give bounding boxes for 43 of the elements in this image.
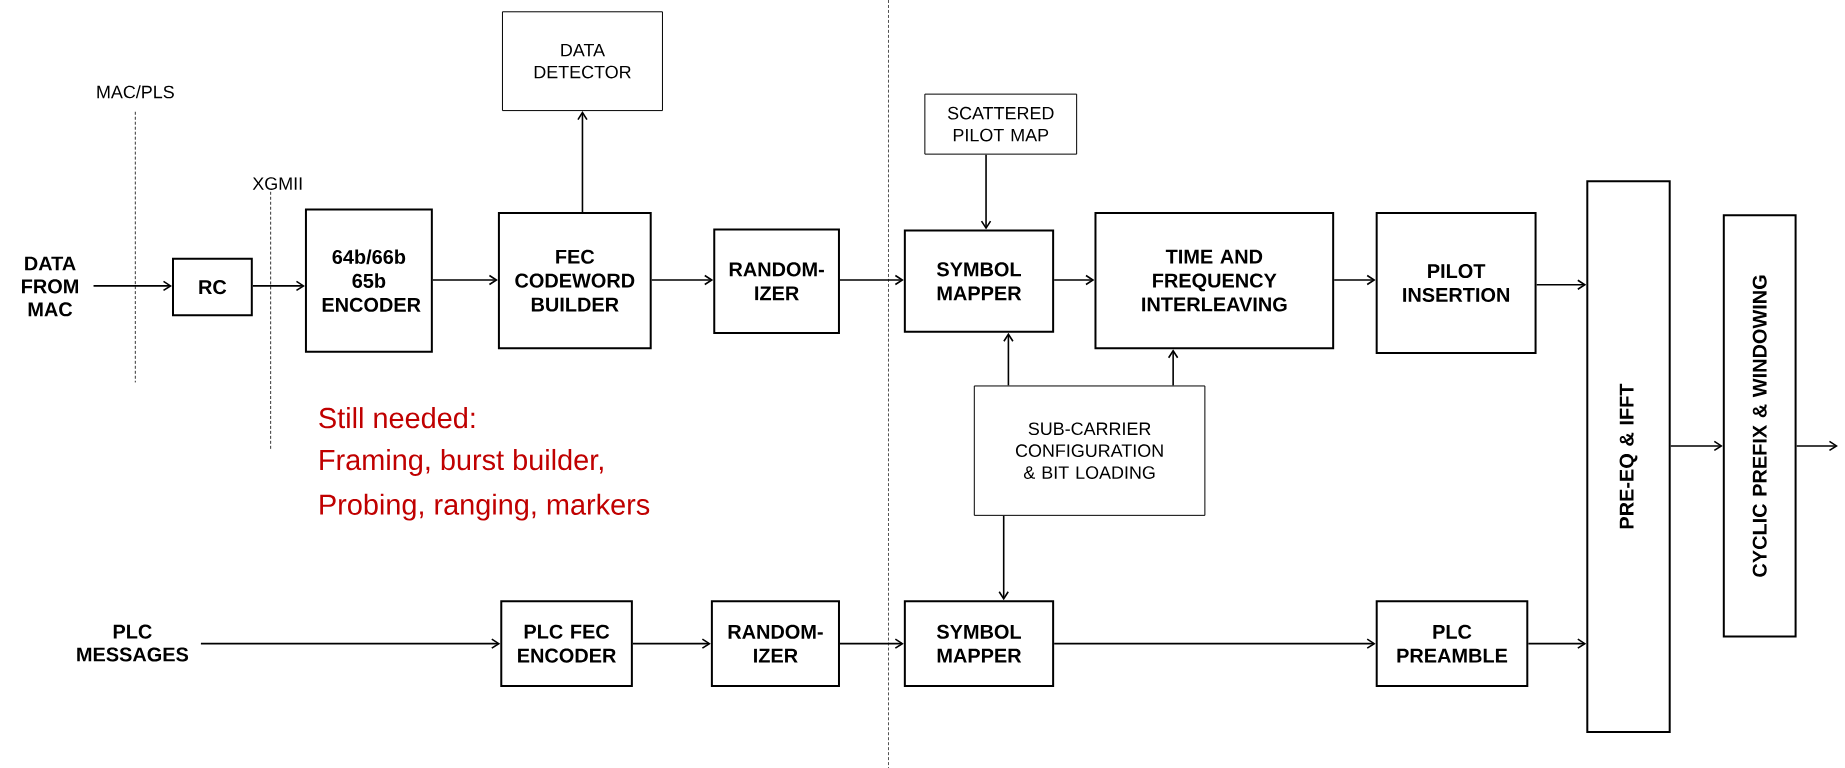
arrow (200, 638, 501, 649)
arrow (1535, 279, 1587, 290)
input-label: DATA FROM MAC (22, 256, 78, 317)
interface-label: MAC/PLS (97, 85, 174, 99)
process-box: RANDOM-IZER (713, 228, 840, 334)
process-box: PRE-EQ & IFFT (1586, 180, 1671, 733)
arrow (980, 153, 992, 230)
arrow (650, 274, 714, 286)
arrow (432, 274, 498, 286)
arrow (1333, 274, 1376, 286)
process-box: SUB-CARRIER CONFIGURATION & BIT LOADING (973, 385, 1206, 516)
arrow (92, 280, 172, 292)
arrow (577, 110, 588, 213)
arrow (252, 280, 305, 292)
arrow (1795, 440, 1838, 452)
process-box: SYMBOL MAPPER (903, 229, 1055, 333)
interface-label: XGMII (252, 177, 302, 190)
arrow (1053, 274, 1095, 286)
arrow (998, 514, 1009, 601)
process-box: PLC PREAMBLE (1375, 600, 1529, 687)
process-box: CYCLIC PREFIX & WINDOWING (1722, 214, 1797, 638)
input-label: PLC MESSAGES (77, 624, 189, 662)
arrow (1669, 440, 1723, 452)
arrow (1167, 349, 1179, 387)
arrow (839, 638, 904, 649)
process-box: FEC CODEWORD BUILDER (497, 211, 652, 350)
process-box: SYMBOL MAPPER (903, 600, 1055, 687)
arrow (1053, 638, 1376, 649)
note-text: Probing, ranging, markers (320, 493, 650, 521)
note-text: Still needed: (319, 406, 475, 429)
process-box: SCATTERED PILOT MAP (924, 93, 1078, 155)
process-box: RANDOM-IZER (710, 600, 840, 687)
process-box: DATA DETECTOR (501, 11, 663, 111)
process-box: PILOT INSERTION (1375, 211, 1537, 354)
arrow (1527, 638, 1587, 649)
arrow (839, 274, 904, 286)
note-text: Framing, burst builder, (320, 448, 603, 476)
process-box: TIME AND FREQUENCY INTERLEAVING (1094, 211, 1335, 350)
process-box: PLC FEC ENCODER (500, 600, 633, 687)
process-box: 64b/66b 65b ENCODER (304, 208, 433, 353)
process-box: RC (172, 257, 253, 317)
arrow (1003, 332, 1014, 387)
arrow (632, 638, 711, 649)
